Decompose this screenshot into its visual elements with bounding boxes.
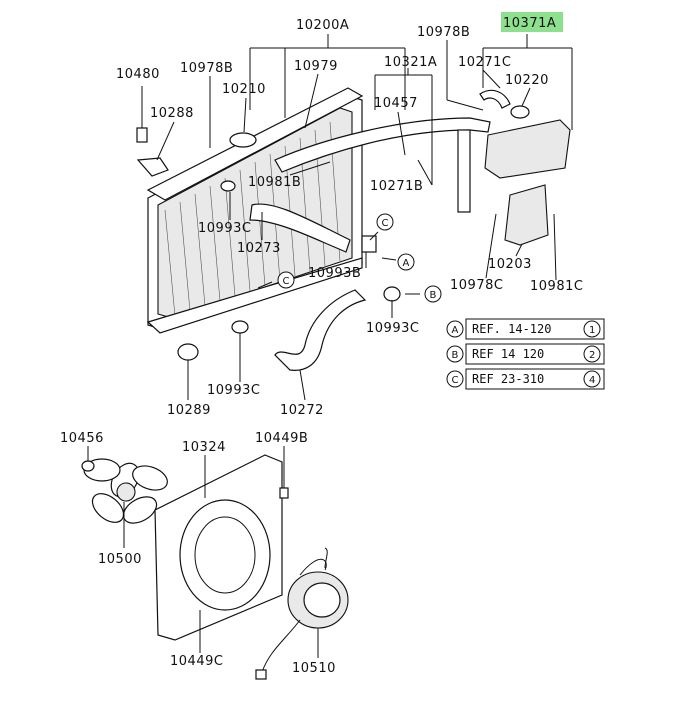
label-10321A: 10321A [384,55,437,70]
fan-nut [81,460,95,472]
callout-c-left: C [283,276,290,287]
highlight-10371A [501,12,563,32]
label-10978B: 10978B [417,25,470,40]
overflow-hose [274,117,491,173]
lower-hose [274,289,367,371]
label-10978C: 10978C [450,278,503,293]
ref-a-num: 1 [589,325,595,336]
drain-plug [177,343,199,361]
tank-hose [479,89,511,109]
clamp-b [361,235,377,253]
label-10500: 10500 [98,552,142,567]
label-10456: 10456 [60,431,104,446]
ref-c-marker: C [452,375,459,386]
fan [83,458,168,524]
label-10981B: 10981B [248,175,301,190]
label-10220: 10220 [505,73,549,88]
leader-lines [87,34,573,658]
reference-notes: A REF. 14-120 1 B REF 14 120 2 C REF 23-… [446,318,605,390]
part-labels: 10200A 10978B 10371A 10480 10978B 10979 … [60,16,583,676]
sensor [136,127,148,143]
ref-c-num: 4 [589,375,595,386]
reservoir-tube [457,129,471,213]
label-10203: 10203 [488,257,532,272]
tank-cap [510,105,530,119]
radiator-cap [229,132,257,148]
ref-b-marker: B [452,350,459,361]
label-10993C-mid: 10993C [366,321,419,336]
label-10289: 10289 [167,403,211,418]
label-10288: 10288 [150,106,194,121]
tank-bracket [504,184,549,246]
label-10200A: 10200A [296,18,349,33]
callout-b-mid: B [430,290,437,301]
label-10324: 10324 [182,440,226,455]
label-10449B: 10449B [255,431,308,446]
label-10271B: 10271B [370,179,423,194]
bolt-b [279,487,289,499]
label-10449C: 10449C [170,654,223,669]
label-10272: 10272 [280,403,324,418]
callout-arrows [257,231,420,295]
ref-a-text[interactable]: REF. 14-120 [472,322,551,336]
shroud-ring [179,499,271,611]
clamp-low [231,320,249,334]
ref-b-num: 2 [589,350,595,361]
callout-c-top: C [382,218,389,229]
label-10993C-low: 10993C [207,383,260,398]
label-10480: 10480 [116,67,160,82]
mounting-bracket [136,157,169,177]
label-10978B-left: 10978B [180,61,233,76]
label-10457: 10457 [374,96,418,111]
label-10273: 10273 [237,241,281,256]
clamp-mid [383,286,401,302]
upper-hose [249,203,351,253]
callout-a-mid: A [403,258,410,269]
label-10993C-top: 10993C [198,221,251,236]
clamp-top [220,180,236,192]
label-10510: 10510 [292,661,336,676]
fan-motor [255,547,349,680]
label-10271C: 10271C [458,55,511,70]
label-10993B: 10993B [308,266,361,281]
ref-b-text[interactable]: REF 14 120 [472,347,544,361]
label-10979: 10979 [294,59,338,74]
ref-c-text[interactable]: REF 23-310 [472,372,544,386]
reservoir-tank [484,119,571,179]
label-10210: 10210 [222,82,266,97]
ref-a-marker: A [452,325,459,336]
label-10981C: 10981C [530,279,583,294]
callout-markers: C A C B [277,213,442,303]
label-10371A[interactable]: 10371A [503,16,556,31]
